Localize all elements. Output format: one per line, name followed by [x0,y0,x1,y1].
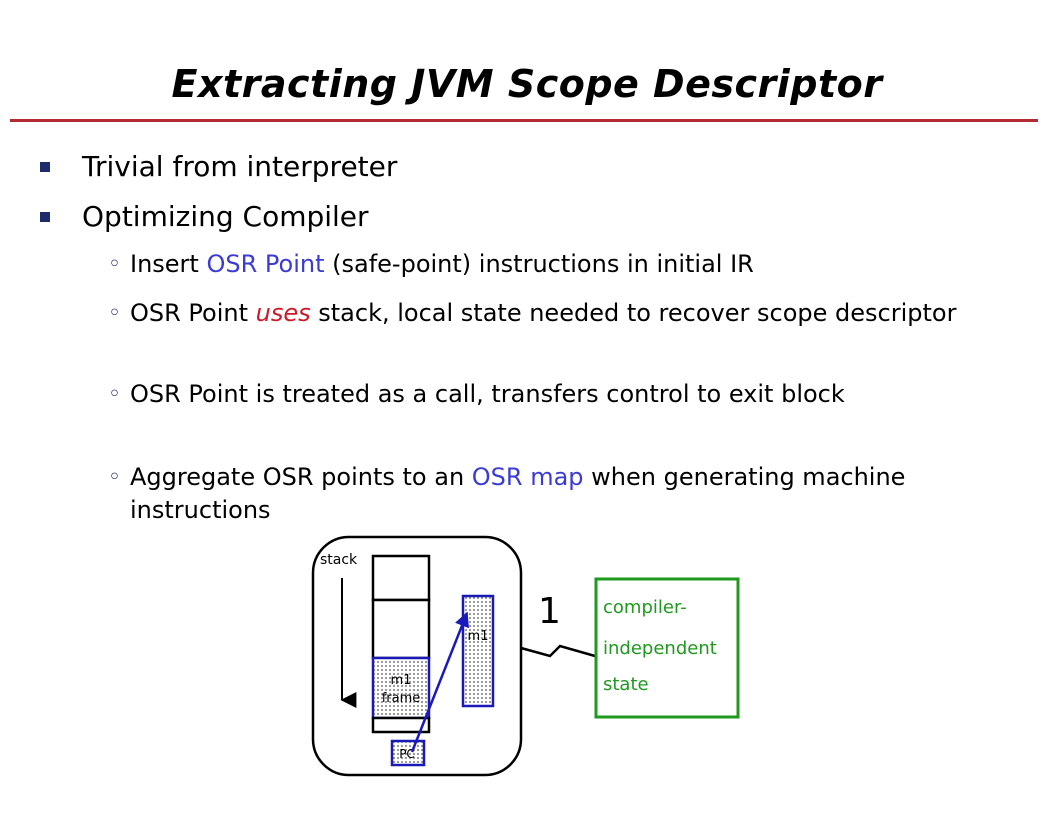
sub-bullet-icon: ◦ [108,465,121,490]
slide-title: Extracting JVM Scope Descriptor [171,62,883,106]
m1-frame [371,656,431,720]
text-run: stack, local state needed to recover sco… [310,299,957,327]
text-run: when generating machine instructions [130,463,906,524]
thread-state-box [311,535,523,777]
sub-bullet-text: OSR Point uses stack, local state needed… [130,297,988,330]
code-label: m1 [468,629,489,644]
pc-pointer-arrow [410,611,470,753]
step-number: 1 [538,591,561,632]
frame-label-line2: frame [382,691,421,706]
text-run: Aggregate OSR points to an [130,463,472,491]
sub-bullet-text: OSR Point is treated as a call, transfer… [130,380,845,408]
sub-bullet-text: Aggregate OSR points to an OSR map when … [130,461,988,527]
sub-bullet-aggregate: ◦ Aggregate OSR points to an OSR map whe… [108,461,988,527]
compiler-independent-state-box [594,577,740,719]
text-run: OSR Point [130,299,256,327]
extraction-link [520,644,596,658]
sub-bullet-insert: ◦ Insert OSR Point (safe-point) instruct… [108,248,988,281]
bullet-optimizing: Optimizing Compiler [40,200,369,234]
text-run: (safe-point) instructions in initial IR [324,250,754,278]
bullet-text: Optimizing Compiler [82,200,369,233]
state-text-line1: compiler- [603,597,687,618]
pc-box [390,739,426,767]
stack-slot-top [371,554,431,602]
state-text-line3: state [603,674,649,695]
frame-label-line1: m1 [391,673,412,688]
stack-slot-middle [371,598,431,660]
sub-bullet-icon: ◦ [108,252,121,277]
sub-bullet-icon: ◦ [108,301,121,326]
osr-point-term: OSR Point [206,250,325,278]
title-divider [10,119,1038,122]
osr-map-term: OSR map [471,463,584,491]
sub-bullet-call: ◦ OSR Point is treated as a call, transf… [108,378,988,411]
stack-label: stack [320,552,358,568]
square-bullet-icon [40,162,50,172]
sub-bullet-text: Insert OSR Point (safe-point) instructio… [130,248,988,281]
sub-bullet-uses: ◦ OSR Point uses stack, local state need… [108,297,988,330]
pc-label: PC [399,747,415,761]
state-text-line2: independent [603,638,717,659]
bullet-trivial: Trivial from interpreter [40,150,397,184]
bullet-text: Trivial from interpreter [82,150,398,183]
text-run: Insert [130,250,207,278]
uses-term: uses [255,299,311,327]
square-bullet-icon [40,212,50,222]
sub-bullet-icon: ◦ [108,382,121,407]
m1-code-block [461,594,495,708]
stack-slot-bottom [371,716,431,734]
